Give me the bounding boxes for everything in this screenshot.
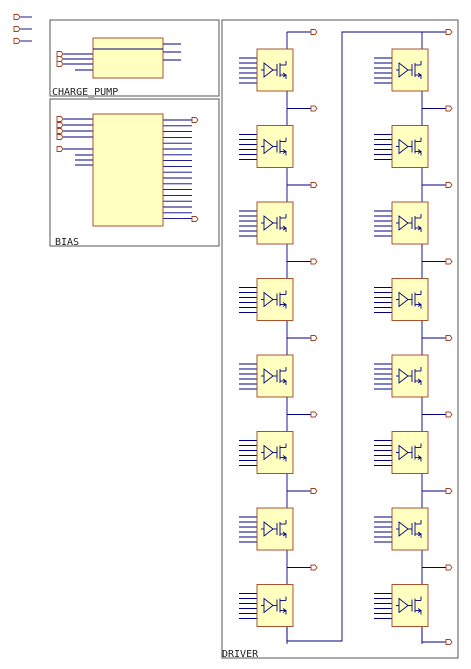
transistor-driver-icon[interactable] <box>373 125 429 168</box>
transistor-driver-icon[interactable] <box>238 48 294 92</box>
port-flag-icon[interactable] <box>310 29 318 35</box>
port-flag-icon[interactable] <box>56 116 64 122</box>
port-flag-icon[interactable] <box>310 564 318 571</box>
port-flag-icon[interactable] <box>445 488 453 494</box>
port-flag-icon[interactable] <box>310 488 318 494</box>
transistor-driver-icon[interactable] <box>373 48 429 92</box>
port-flag-icon[interactable] <box>310 105 318 112</box>
transistor-driver-icon[interactable] <box>238 431 294 474</box>
port-flag-icon[interactable] <box>56 61 64 67</box>
transistor-driver-icon[interactable] <box>373 354 429 398</box>
charge-pump-block[interactable]: CHARGE_PUMP <box>49 19 220 98</box>
port-flag-icon[interactable] <box>56 134 64 140</box>
port-flag-icon[interactable] <box>445 182 453 188</box>
port-flag-icon[interactable] <box>56 146 64 152</box>
port-flag-icon[interactable] <box>56 122 64 128</box>
transistor-driver-icon[interactable] <box>373 507 429 551</box>
bias-block[interactable]: BIAS <box>49 98 220 248</box>
port-flag-icon[interactable] <box>310 182 318 188</box>
port-flag-icon[interactable] <box>445 564 453 571</box>
port-flag-icon[interactable] <box>13 14 21 20</box>
port-flag-icon[interactable] <box>445 639 453 645</box>
charge-pump-label: CHARGE_PUMP <box>52 87 118 98</box>
port-flag-icon[interactable] <box>310 411 318 418</box>
bias-label: BIAS <box>55 237 79 248</box>
port-flag-icon[interactable] <box>445 335 453 341</box>
port-flag-icon[interactable] <box>310 335 318 341</box>
port-flag-icon[interactable] <box>13 38 21 44</box>
port-flag-icon[interactable] <box>310 258 318 265</box>
transistor-driver-icon[interactable] <box>373 431 429 474</box>
transistor-driver-icon[interactable] <box>373 278 429 321</box>
port-flag-icon[interactable] <box>13 26 21 32</box>
transistor-driver-icon[interactable] <box>238 125 294 168</box>
transistor-driver-icon[interactable] <box>373 584 429 627</box>
port-flag-icon[interactable] <box>56 51 64 57</box>
global-ports <box>13 14 32 44</box>
transistor-driver-icon[interactable] <box>373 201 429 245</box>
port-flag-icon[interactable] <box>56 128 64 134</box>
transistor-driver-icon[interactable] <box>238 584 294 627</box>
driver-label: DRIVER <box>222 649 259 660</box>
transistor-driver-icon[interactable] <box>238 354 294 398</box>
transistor-driver-icon[interactable] <box>238 201 294 245</box>
transistor-driver-icon[interactable] <box>238 507 294 551</box>
port-flag-icon[interactable] <box>191 117 199 123</box>
port-flag-icon[interactable] <box>445 105 453 112</box>
transistor-driver-icon[interactable] <box>238 278 294 321</box>
port-flag-icon[interactable] <box>191 216 199 222</box>
driver-block[interactable]: DRIVER <box>221 19 459 660</box>
port-flag-icon[interactable] <box>445 411 453 418</box>
port-flag-icon[interactable] <box>445 258 453 265</box>
port-flag-icon[interactable] <box>56 56 64 62</box>
port-flag-icon[interactable] <box>445 29 453 35</box>
